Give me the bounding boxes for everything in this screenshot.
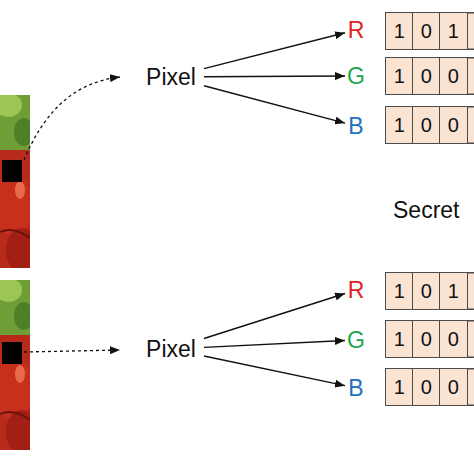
bit-cell: 1 bbox=[385, 12, 414, 50]
channel-letter: G bbox=[345, 326, 367, 354]
bit-cell: 0 bbox=[439, 320, 468, 358]
bit-value: 0 bbox=[421, 21, 432, 41]
dashed-pointer bbox=[24, 350, 120, 352]
pixel-label: Pixel bbox=[146, 66, 196, 89]
bit-value: 0 bbox=[448, 329, 459, 349]
bit-value: 1 bbox=[394, 21, 405, 41]
bit-value: 1 bbox=[394, 377, 405, 397]
image-leaf bbox=[0, 95, 22, 117]
pixel-marker bbox=[2, 342, 22, 364]
bit-cell: 0 bbox=[412, 106, 441, 144]
bit-cell: 0 bbox=[439, 106, 468, 144]
bit-cell: 0 bbox=[412, 12, 441, 50]
image-pepper bbox=[0, 358, 30, 418]
bit-cell: 1 bbox=[439, 12, 468, 50]
channel-letter: R bbox=[348, 19, 365, 42]
channel-letter: G bbox=[345, 62, 367, 90]
bit-cell: 0 bbox=[439, 368, 468, 406]
dashed-pointer bbox=[24, 77, 120, 160]
image-pepper bbox=[0, 175, 30, 235]
bit-value: 1 bbox=[394, 329, 405, 349]
arrow-connector bbox=[204, 294, 345, 339]
annotation-text: Secret bbox=[393, 199, 459, 222]
bit-value: 0 bbox=[421, 66, 432, 86]
bit-value: 0 bbox=[421, 377, 432, 397]
arrow-connector bbox=[204, 75, 345, 77]
bit-value: 0 bbox=[448, 115, 459, 135]
bit-cell: 0 bbox=[412, 368, 441, 406]
bit-value: 0 bbox=[448, 377, 459, 397]
image-leaf bbox=[0, 280, 22, 302]
channel-letter: B bbox=[345, 112, 367, 140]
bit-value: 1 bbox=[448, 281, 459, 301]
image-shadow bbox=[0, 230, 30, 238]
channel-letter: G bbox=[347, 329, 365, 352]
channel-letter: B bbox=[345, 374, 367, 402]
arrow-connector bbox=[204, 341, 345, 348]
bit-value: 0 bbox=[421, 329, 432, 349]
bit-value: 1 bbox=[394, 115, 405, 135]
image-highlight bbox=[15, 365, 25, 383]
channel-letter: G bbox=[347, 65, 365, 88]
image-pepper bbox=[6, 228, 30, 268]
channel-letter: R bbox=[345, 276, 367, 304]
channel-letter: R bbox=[348, 279, 365, 302]
channel-letter: B bbox=[348, 115, 363, 138]
image-leaf bbox=[14, 118, 30, 146]
bit-cell: 1 bbox=[439, 272, 468, 310]
pepper-image bbox=[0, 280, 30, 450]
image-highlight bbox=[15, 181, 25, 199]
channel-letter: B bbox=[348, 377, 363, 400]
bit-value: 0 bbox=[448, 66, 459, 86]
channel-letter: R bbox=[345, 16, 367, 44]
pixel-label: Pixel bbox=[138, 334, 204, 364]
bit-cell: 0 bbox=[439, 57, 468, 95]
bit-cell: 0 bbox=[412, 57, 441, 95]
pepper-image bbox=[0, 95, 30, 268]
bit-cell: 1 bbox=[385, 320, 414, 358]
arrow-connector bbox=[204, 33, 345, 69]
bit-value: 1 bbox=[394, 66, 405, 86]
bit-cell: 1 bbox=[385, 368, 414, 406]
image-leaf bbox=[14, 302, 30, 330]
image-pepper bbox=[6, 410, 30, 450]
bit-value: 1 bbox=[448, 21, 459, 41]
image-shadow bbox=[0, 412, 30, 420]
pixel-label: Pixel bbox=[146, 338, 196, 361]
pixel-label: Pixel bbox=[138, 62, 204, 92]
bit-cell: 0 bbox=[412, 320, 441, 358]
bit-cell: 1 bbox=[385, 57, 414, 95]
arrow-connector bbox=[204, 356, 345, 386]
arrow-connector bbox=[204, 86, 345, 123]
bit-cell: 0 bbox=[412, 272, 441, 310]
pixel-marker bbox=[2, 160, 22, 182]
bit-value: 0 bbox=[421, 115, 432, 135]
bit-value: 1 bbox=[394, 281, 405, 301]
bit-cell: 1 bbox=[385, 272, 414, 310]
bit-cell: 1 bbox=[385, 106, 414, 144]
bit-value: 0 bbox=[421, 281, 432, 301]
